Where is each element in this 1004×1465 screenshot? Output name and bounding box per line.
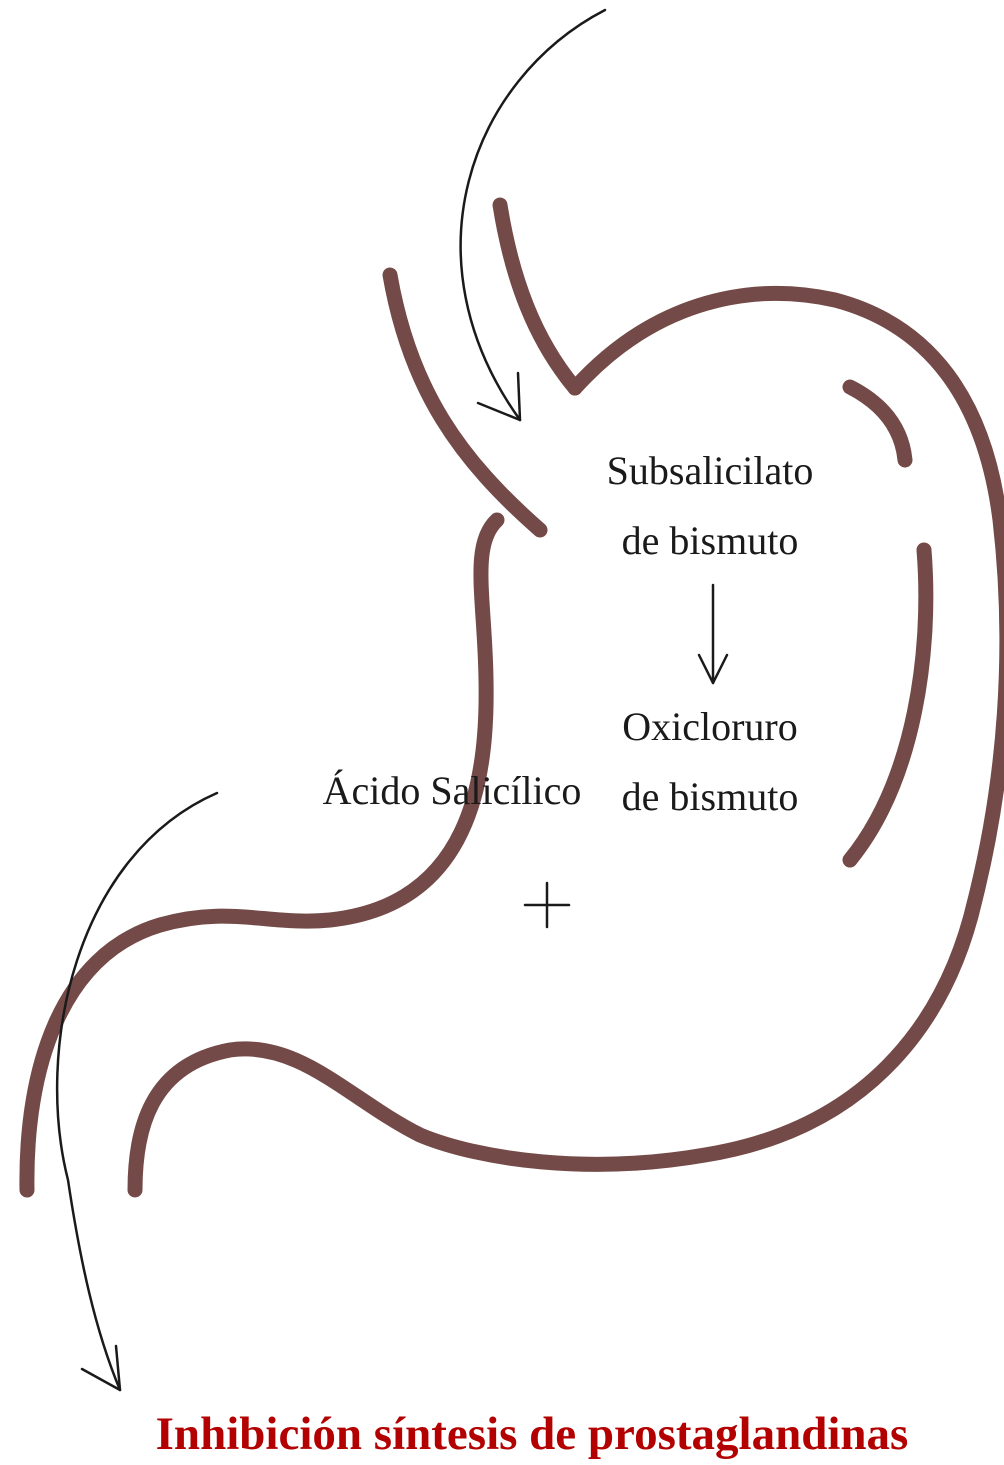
inner-fold-lower <box>850 550 926 860</box>
subsalicilato-line-2: de bismuto <box>560 506 860 576</box>
oxicloruro-line-1: Oxicloruro <box>560 692 860 762</box>
exit-arrow-curve <box>57 793 217 1390</box>
plus-sign: + <box>525 883 569 927</box>
stomach-lesser-curvature <box>27 520 497 1190</box>
exit-arrow-head <box>82 1346 120 1390</box>
result-title: Inhibición síntesis de prostaglandinas <box>60 1404 1004 1464</box>
label-acido-salicilico: Ácido Salicílico <box>262 756 642 826</box>
subsalicilato-line-1: Subsalicilato <box>560 436 860 506</box>
label-subsalicilato-de-bismuto: Subsalicilato de bismuto <box>560 436 860 576</box>
esophagus-right-wall <box>500 205 575 388</box>
entry-arrow-curve <box>461 10 605 420</box>
esophagus-left-wall <box>390 275 540 530</box>
